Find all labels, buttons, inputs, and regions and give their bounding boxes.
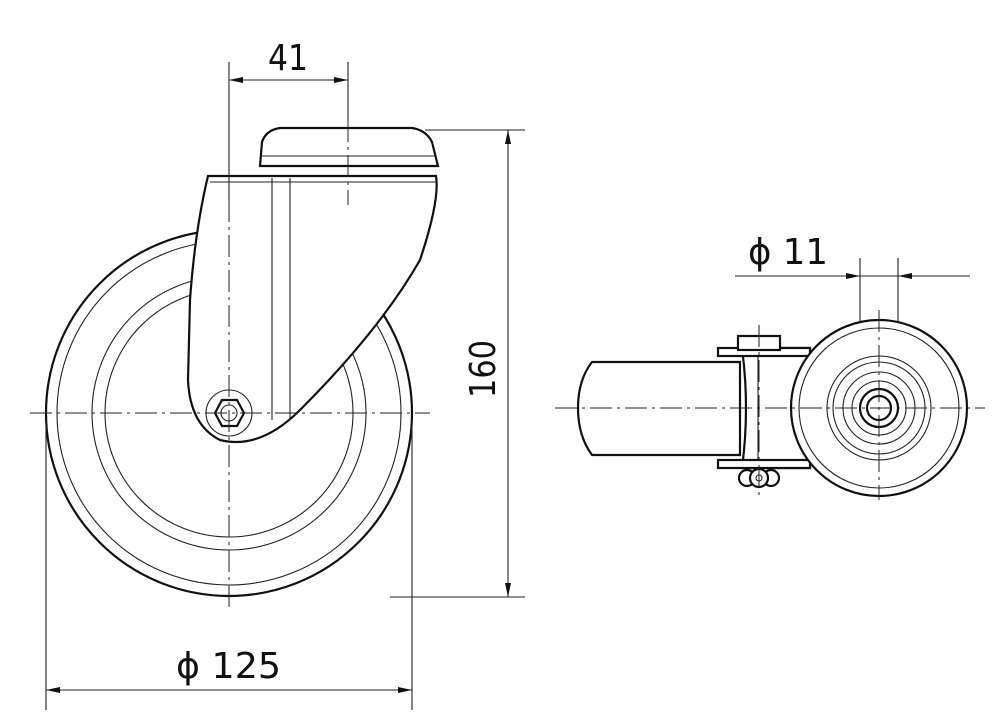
front-view	[30, 120, 440, 610]
dimension-offset-label: 41	[268, 38, 308, 79]
top-plate	[258, 126, 440, 168]
dimension-wheel-diameter-label: ϕ 125	[176, 646, 281, 687]
fork	[186, 174, 438, 444]
dimension-height-label: 160	[463, 340, 504, 398]
dimension-bolt-hole-label: ϕ 11	[748, 232, 828, 273]
side-view	[555, 310, 985, 500]
stem-housing	[576, 360, 742, 457]
